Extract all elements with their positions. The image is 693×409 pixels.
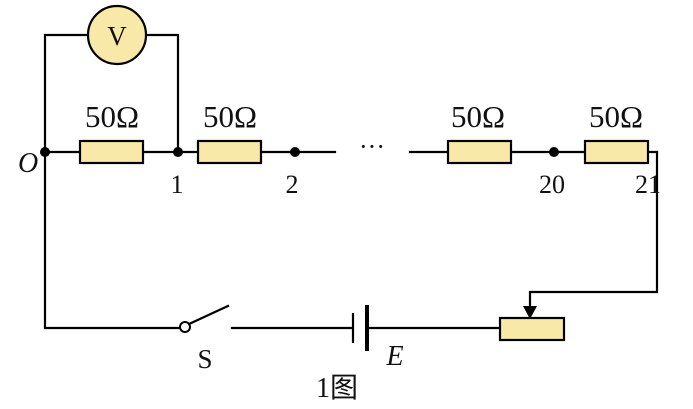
node-21-label: 21 [635,170,661,199]
left-return-wire [43,150,182,330]
resistor-2-label: 50Ω [203,99,257,134]
resistor-20-label: 50Ω [451,99,505,134]
node-1-label: 1 [171,170,184,199]
resistor-20 [446,139,513,165]
node-20-dot [549,147,559,157]
node-2-label: 2 [286,170,299,199]
resistor-1 [78,139,145,165]
voltmeter: V [86,4,148,66]
switch-label: S [197,344,212,374]
node-origin-dot [40,147,50,157]
node-20-label: 20 [539,170,565,199]
node-1-dot [173,147,183,157]
switch-blade [187,304,230,326]
node-2-dot [290,147,300,157]
voltmeter-circle [86,4,148,66]
resistor-2 [196,139,263,165]
resistor-21 [583,139,650,165]
rheostat-slider-arrow [523,306,537,319]
rheostat-slider-wire [528,150,659,314]
ellipsis-label: ··· [359,132,385,161]
rheostat [498,316,566,342]
switch-pivot [179,321,191,333]
resistor-21-label: 50Ω [589,99,643,134]
voltmeter-wire [43,33,180,154]
voltmeter-symbol: V [107,21,127,51]
resistor-1-label: 50Ω [85,99,139,134]
node-origin-label: O [18,148,38,179]
figure-caption: 1图 [316,373,358,404]
battery-label: E [385,341,403,372]
